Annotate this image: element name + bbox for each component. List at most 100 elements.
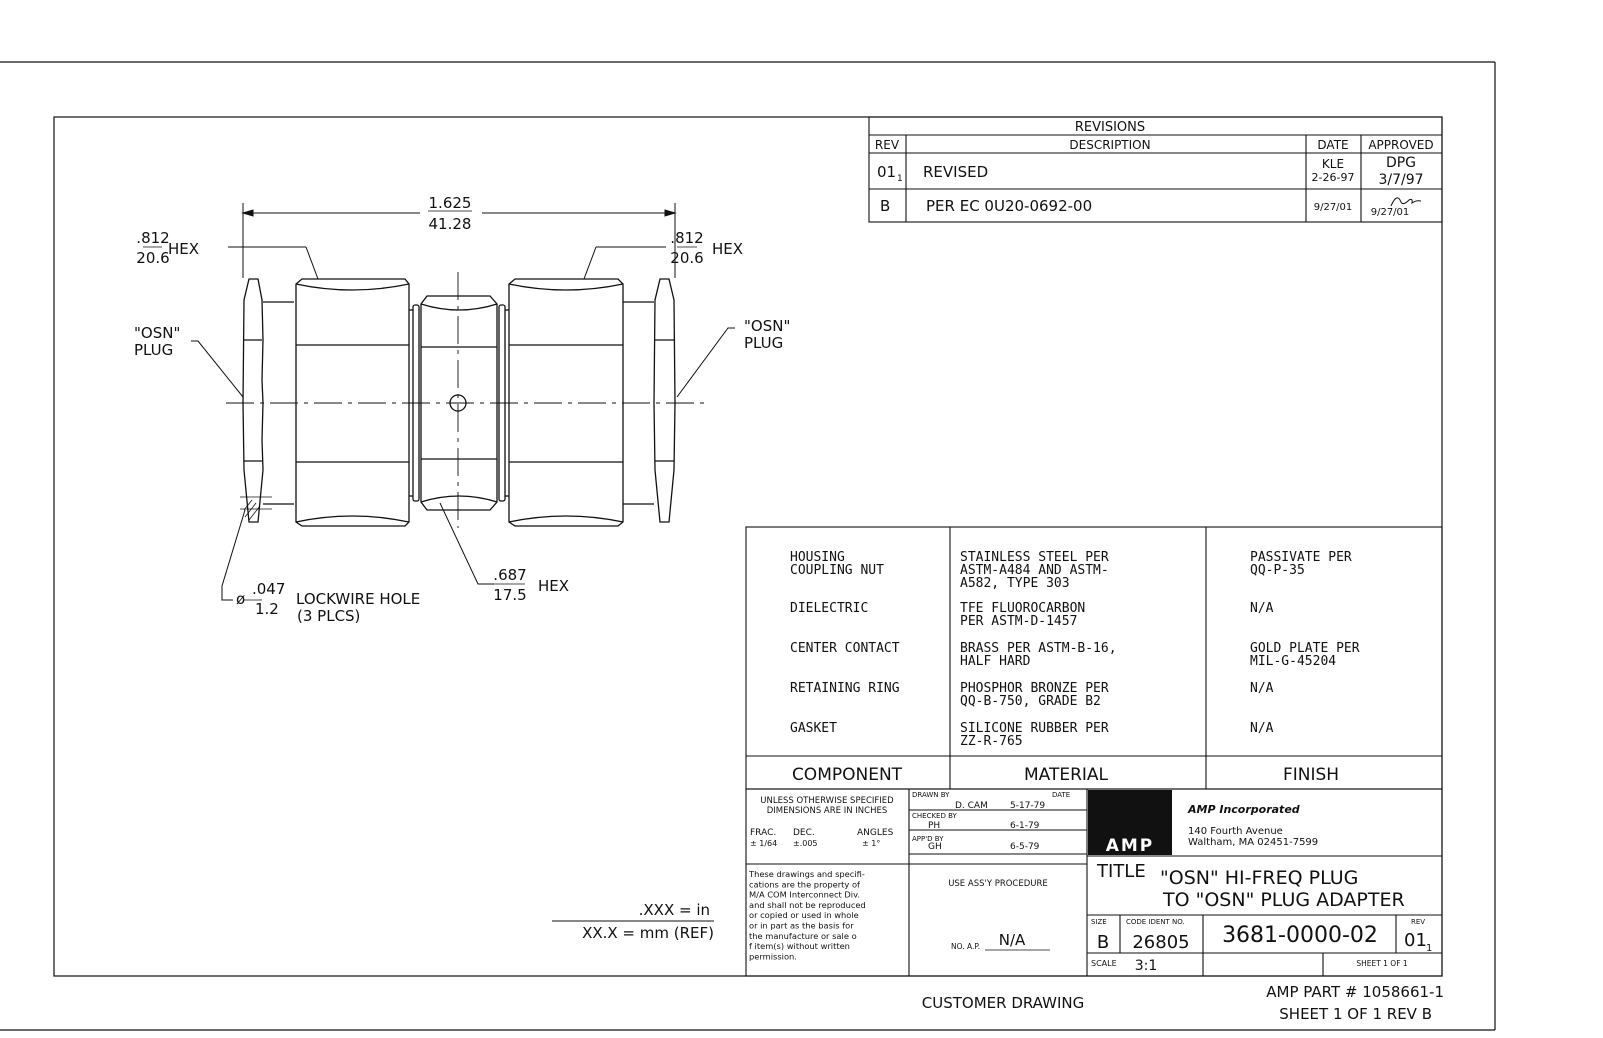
lockwire-mm: 1.2 (255, 600, 279, 618)
drawing-number: 3681-0000-02 (1222, 923, 1378, 948)
revisions-table: REVISIONS REV DESCRIPTION DATE APPROVED … (868, 116, 1443, 223)
drawn-by-label: DRAWN BY (912, 791, 950, 799)
approved-header: APPROVED (1368, 138, 1433, 152)
code-label: CODE IDENT NO. (1126, 918, 1185, 926)
dec-value: ±.005 (793, 839, 818, 848)
use-assy-procedure: USE ASS'Y PROCEDURE (948, 879, 1048, 889)
rev-header: REV (875, 138, 900, 152)
frac-value: ± 1/64 (750, 839, 777, 848)
tolerance-line2: DIMENSIONS ARE IN INCHES (767, 806, 887, 816)
materials-finish-cell: QQ-P-35 (1250, 563, 1305, 578)
adapter-side-view (226, 272, 706, 528)
materials-finish-cell: PASSIVATE PER (1250, 550, 1352, 565)
proprietary-notice-line: permission. (749, 951, 797, 961)
rev-label: REV (1411, 918, 1425, 926)
lockwire-hole-center (449, 394, 467, 412)
lockwire-diameter-symbol: ø (236, 590, 245, 608)
drawn-by: D. CAM (955, 801, 988, 811)
approval-signature (1390, 197, 1422, 207)
company-address1: 140 Fourth Avenue (1188, 826, 1283, 837)
hex-center-in: .687 (493, 566, 526, 584)
company-name: AMP Incorporated (1187, 803, 1300, 816)
size-value: B (1097, 932, 1109, 953)
date-label: DATE (1052, 791, 1070, 799)
no-ap-value: N/A (999, 931, 1026, 949)
scale-label: SCALE (1091, 959, 1117, 968)
code-value: 26805 (1132, 932, 1189, 953)
rev-value: 01 (1404, 930, 1427, 951)
size-label: SIZE (1091, 918, 1107, 926)
left-coupling-nut (295, 278, 410, 527)
dec-label: DEC. (793, 828, 815, 838)
hex-left-mm: 20.6 (136, 249, 169, 267)
plug-right-line1: "OSN" (744, 317, 790, 335)
proprietary-notice: These drawings and specifi-cations are t… (748, 869, 866, 961)
hex-right-mm: 20.6 (670, 249, 703, 267)
proprietary-notice-line: the manufacture or sale o (749, 931, 857, 941)
rev-row-2-description: PER EC 0U20-0692-00 (926, 197, 1092, 215)
right-gasket (498, 304, 506, 502)
overall-length-in: 1.625 (429, 194, 472, 212)
sheet-rev: SHEET 1 OF 1 REV B (1279, 1005, 1432, 1023)
materials-material-cell: TFE FLUOROCARBON (960, 601, 1085, 616)
materials-material-cell: STAINLESS STEEL PER (960, 550, 1109, 565)
hex-center-mm: 17.5 (493, 586, 526, 604)
customer-drawing-label: CUSTOMER DRAWING (922, 994, 1084, 1012)
lockwire-in: .047 (252, 580, 285, 598)
checked-by-label: CHECKED BY (912, 812, 958, 820)
materials-finish-cell: N/A (1250, 601, 1274, 616)
appd-by: GH (928, 842, 942, 852)
frac-label: FRAC. (750, 828, 776, 838)
materials-component-cell: CENTER CONTACT (790, 641, 900, 656)
rev-row-2-rev: B (880, 197, 890, 215)
tolerance-line1: UNLESS OTHERWISE SPECIFIED (760, 796, 894, 806)
title-block: UNLESS OTHERWISE SPECIFIED DIMENSIONS AR… (745, 788, 1443, 977)
materials-component-cell: GASKET (790, 721, 837, 736)
lockwire-count: (3 PLCS) (297, 607, 360, 625)
materials-material-cell: ZZ-R-765 (960, 734, 1023, 749)
proprietary-notice-line: f item(s) without written (749, 941, 850, 951)
rev-sub: 1 (1426, 943, 1432, 954)
hex-left-label: HEX (168, 240, 199, 258)
proprietary-notice-line: cations are the property of (749, 879, 861, 889)
lockwire-hole (240, 496, 272, 521)
materials-finish-cell: N/A (1250, 681, 1274, 696)
date-header: DATE (1317, 138, 1348, 152)
checked-date: 6-1-79 (1010, 821, 1040, 831)
checked-by: PH (928, 821, 940, 831)
plug-left-line1: "OSN" (134, 324, 180, 342)
sheet-count: SHEET 1 OF 1 (1356, 959, 1408, 968)
materials-material-cell: QQ-B-750, GRADE B2 (960, 694, 1101, 709)
amp-logo-text: AMP (1106, 836, 1155, 856)
rev-row-2-date: 9/27/01 (1314, 202, 1353, 213)
right-coupling-nut (508, 278, 624, 527)
materials-finish-cell: N/A (1250, 721, 1274, 736)
component-header: COMPONENT (792, 765, 903, 785)
left-plug-flange (242, 278, 264, 523)
hex-center-label: HEX (538, 577, 569, 595)
title-label: TITLE (1096, 861, 1146, 882)
materials-table: COMPONENT MATERIAL FINISH (745, 526, 1443, 790)
materials-material-cell: SILICONE RUBBER PER (960, 721, 1109, 736)
right-plug-flange (653, 278, 676, 523)
dimensions (143, 203, 735, 601)
revisions-title: REVISIONS (1075, 120, 1145, 135)
rev-row-1-rev-sub: 1 (897, 174, 903, 184)
materials-material-cell: A582, TYPE 303 (960, 576, 1070, 591)
rev-row-1-date-top: KLE (1322, 157, 1344, 171)
materials-material-cell: ASTM-A484 AND ASTM- (960, 563, 1109, 578)
appd-by-label: APP'D BY (912, 835, 944, 843)
no-ap-label: NO. A.P. (951, 942, 980, 951)
center-hex-body (420, 295, 498, 511)
units-note-line2: XX.X = mm (REF) (582, 924, 714, 942)
rev-row-1-approved-top: DPG (1386, 155, 1416, 171)
materials-material-cell: HALF HARD (960, 654, 1031, 669)
proprietary-notice-line: M/A COM Interconnect Div. (749, 890, 860, 900)
appd-date: 6-5-79 (1010, 842, 1040, 852)
materials-material-cell: PHOSPHOR BRONZE PER (960, 681, 1109, 696)
amp-logo (1088, 790, 1172, 855)
finish-header: FINISH (1283, 765, 1339, 785)
materials-material-cell: PER ASTM-D-1457 (960, 614, 1077, 629)
